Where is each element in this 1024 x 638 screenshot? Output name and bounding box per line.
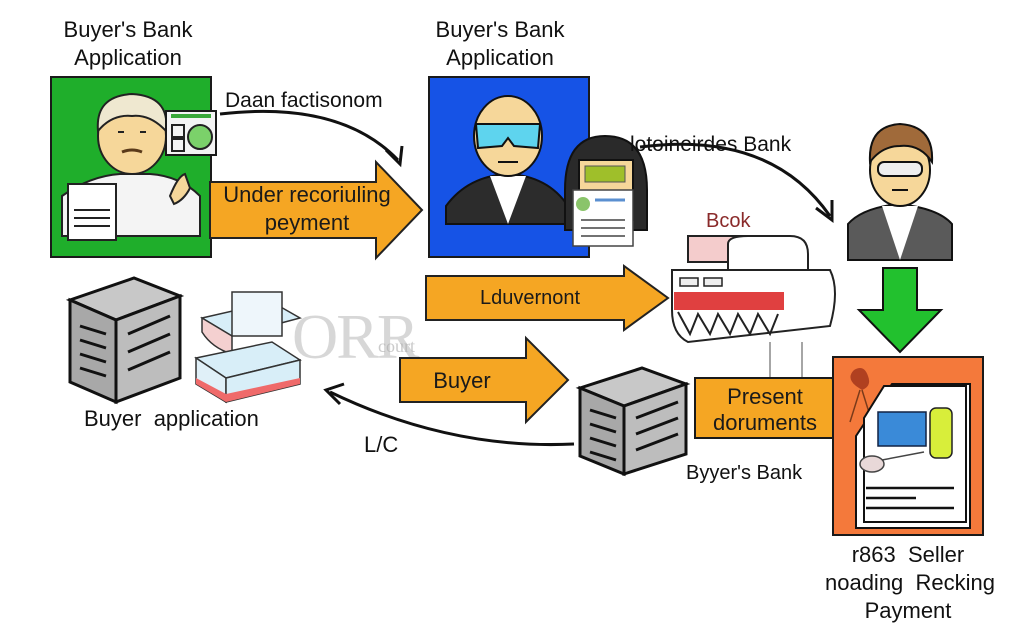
arrow-under-recording-payment — [209, 159, 424, 261]
arrow-document — [425, 264, 670, 332]
title-left-line2: Application — [74, 45, 182, 70]
arrow-under-recording-line2: peyment — [264, 210, 350, 235]
buyer-application-label: Buyer application — [84, 406, 259, 431]
lc-label: L/C — [364, 432, 399, 457]
bank-server-icon — [575, 366, 691, 477]
buyer-person-icon — [61, 92, 201, 241]
cargo-ship-icon — [671, 235, 836, 344]
byyers-bank-label: Byyer's Bank — [686, 462, 803, 484]
arrow-buyer — [399, 335, 570, 425]
seller-label-line1: r863 Seller — [851, 542, 965, 567]
buyer-server-icon — [65, 276, 185, 405]
bank-officer-icon — [445, 95, 569, 225]
clerk-with-document-icon — [564, 134, 648, 247]
arrow-buyer-label: Buyer — [433, 368, 491, 393]
cargo-stack-icon — [194, 291, 302, 404]
present-documents-line2: doruments — [713, 410, 817, 435]
watermark: ORR — [292, 301, 420, 372]
connector-label-top-left: Daan factisonom — [225, 89, 383, 112]
seller-label-line2: noading Recking — [824, 570, 995, 595]
present-documents-line1: Present — [727, 384, 803, 409]
seller-label-line3: Payment — [864, 598, 952, 623]
watermark-sub: court — [378, 336, 415, 356]
present-documents-box — [694, 377, 836, 439]
title-center-line1: Buyer's Bank — [435, 17, 565, 42]
ship-label: Bcok — [706, 210, 751, 232]
seller-document-panel — [832, 356, 984, 536]
buyer-panel — [50, 76, 212, 258]
bank-officer-panel — [428, 76, 590, 258]
title-center-line2: Application — [446, 45, 554, 70]
green-down-arrow — [856, 267, 944, 354]
title-left-line1: Buyer's Bank — [63, 17, 193, 42]
seller-person-icon — [847, 122, 953, 261]
arrow-document-label: Lduvernont — [479, 287, 581, 309]
arrow-under-recording-line1: Under recoriuling — [223, 182, 391, 207]
connector-label-top-right: lotoineirdes Bank — [630, 133, 792, 156]
screen-widget-icon — [165, 110, 217, 156]
seller-document-icon — [849, 368, 971, 529]
